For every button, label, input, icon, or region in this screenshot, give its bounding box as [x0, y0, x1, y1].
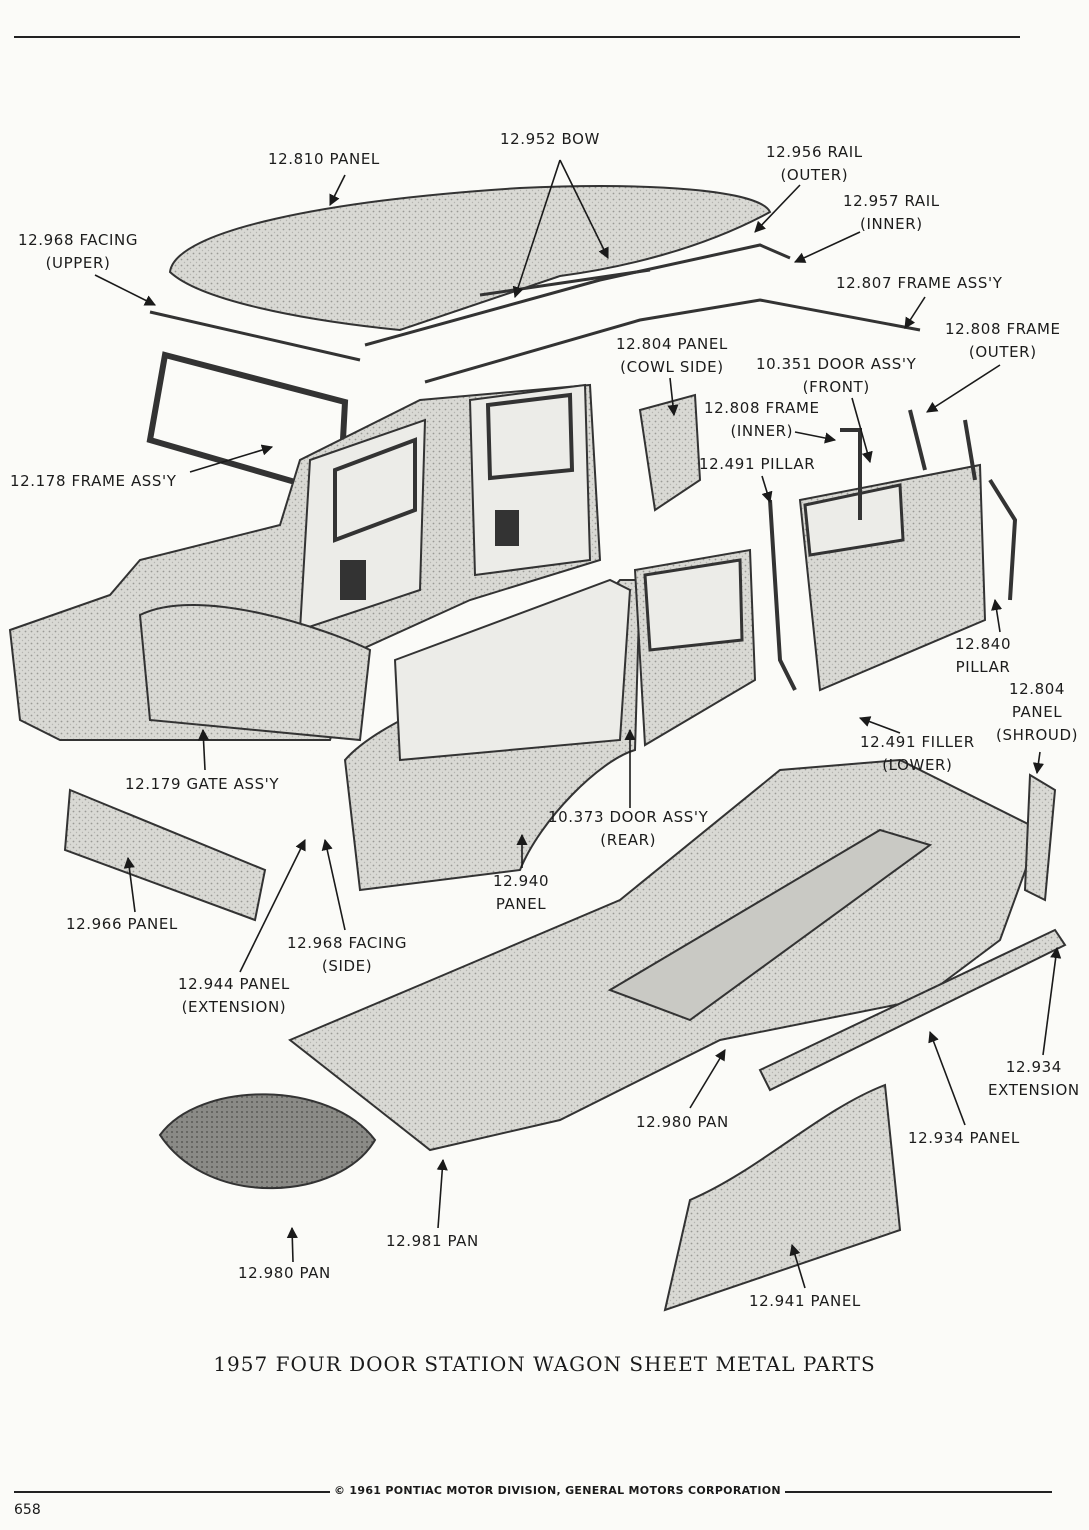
label-12-957-rail: 12.957 RAIL (INNER): [843, 192, 940, 233]
diagram-title: 1957 FOUR DOOR STATION WAGON SHEET METAL…: [213, 1352, 876, 1376]
label-12-968-facing-side: 12.968 FACING (SIDE): [287, 934, 408, 975]
cowl-side-shape: [638, 393, 702, 512]
label-12-810-panel: 12.810 PANEL: [268, 150, 380, 168]
page-number: 658: [14, 1502, 41, 1518]
label-12-808-frame-outer: 12.808 FRAME (OUTER): [945, 320, 1061, 361]
pillars-shape: [768, 409, 1018, 691]
label-12-178-frame: 12.178 FRAME ASS'Y: [10, 472, 177, 490]
top-rule: [14, 36, 1020, 38]
spare-pan-shape: [158, 1093, 377, 1190]
roof-rails-shape: [149, 243, 921, 384]
label-12-491-filler: 12.491 FILLER (LOWER): [860, 733, 975, 774]
label-12-980-pan-center: 12.980 PAN: [636, 1113, 729, 1131]
label-12-934-panel: 12.934 PANEL: [908, 1129, 1020, 1147]
label-12-952-bow: 12.952 BOW: [500, 130, 600, 148]
label-12-956-rail: 12.956 RAIL (OUTER): [766, 143, 863, 184]
rocker-panel-shape: [758, 773, 1067, 1092]
label-12-980-pan-left: 12.980 PAN: [238, 1264, 331, 1282]
label-12-807-frame: 12.807 FRAME ASS'Y: [836, 274, 1003, 292]
label-12-491-pillar: 12.491 PILLAR: [699, 455, 816, 473]
quarter-panel-shape: [343, 578, 642, 892]
label-12-179-gate: 12.179 GATE ASS'Y: [125, 775, 280, 793]
label-12-966-panel: 12.966 PANEL: [66, 915, 178, 933]
label-12-934-extension: 12.934 EXTENSION: [988, 1058, 1080, 1099]
roof-panel-shape: [168, 185, 772, 332]
floor-pan-shape: [288, 758, 1042, 1152]
label-10-373-door-rear: 10.373 DOOR ASS'Y (REAR): [548, 808, 709, 849]
label-12-968-facing-upper: 12.968 FACING (UPPER): [18, 231, 139, 272]
rear-door-shape: [633, 548, 757, 747]
label-12-944-panel-extension: 12.944 PANEL (EXTENSION): [178, 975, 290, 1016]
copyright-footer: © 1961 PONTIAC MOTOR DIVISION, GENERAL M…: [330, 1484, 785, 1497]
tail-gate-shape: [138, 604, 372, 742]
label-10-351-door-front: 10.351 DOOR ASS'Y (FRONT): [756, 355, 917, 396]
label-12-808-frame-inner: 12.808 FRAME (INNER): [704, 399, 820, 440]
label-12-804-panel-shroud: 12.804 PANEL (SHROUD): [996, 680, 1079, 744]
front-door-shape: [798, 463, 987, 692]
label-12-941-panel: 12.941 PANEL: [749, 1292, 861, 1310]
leader-lines: [94, 159, 1062, 1289]
lower-panels-shape: [63, 788, 902, 1312]
label-12-981-pan: 12.981 PAN: [386, 1232, 479, 1250]
label-12-940-panel: 12.940 PANEL: [493, 872, 550, 913]
label-12-840-pillar: 12.840 PILLAR: [955, 635, 1012, 676]
label-12-804-panel-cowl: 12.804 PANEL (COWL SIDE): [616, 335, 728, 376]
